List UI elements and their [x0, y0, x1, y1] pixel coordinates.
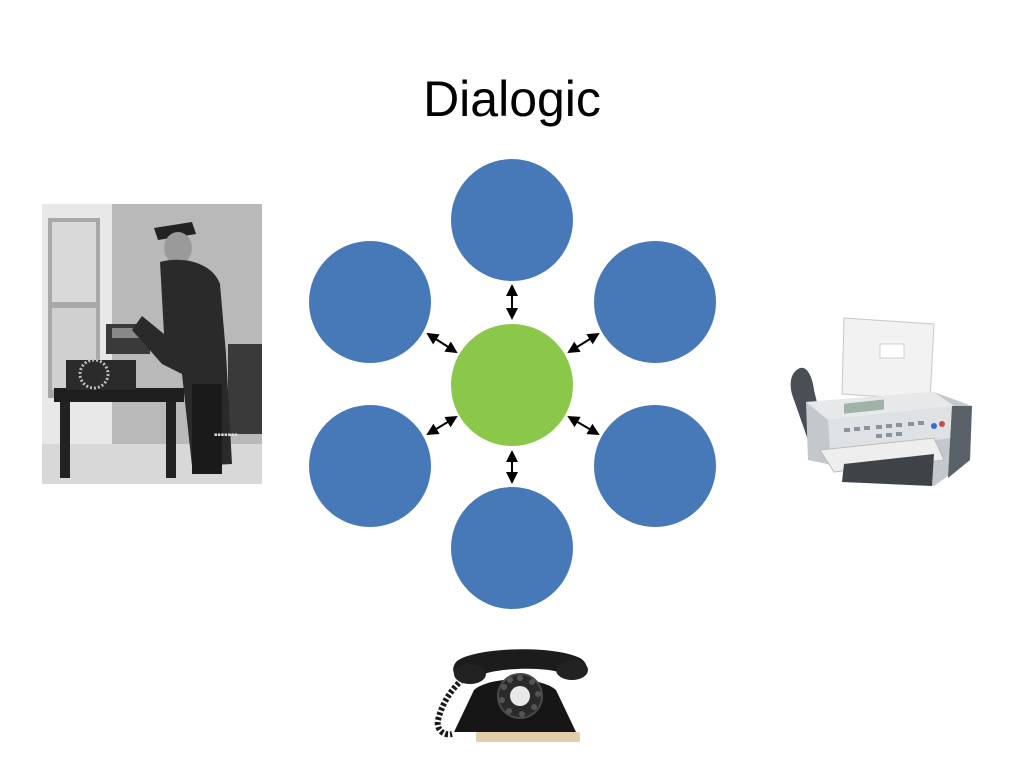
fax-machine-photo	[790, 317, 972, 486]
outer-node-top-right	[592, 239, 718, 365]
connector-arrow-top-right	[567, 332, 600, 354]
outer-node-bottom	[449, 485, 575, 611]
outer-node-bottom-left	[307, 403, 433, 529]
rotary-telephone-photo	[434, 649, 588, 742]
connector-arrow-top-left	[426, 332, 458, 354]
svg-text:▪▪▪▪▪▪▪: ▪▪▪▪▪▪▪	[214, 432, 238, 438]
center-node	[449, 322, 575, 448]
outer-node-top	[449, 157, 575, 283]
outer-node-top-left	[307, 239, 433, 365]
telegraph-operator-photo: ▪▪▪▪▪▪▪	[42, 204, 262, 484]
outer-node-bottom-right	[592, 403, 718, 529]
connector-arrow-bottom-left	[426, 415, 458, 436]
connector-arrow-bottom-right	[567, 415, 600, 436]
slide-title: Dialogic	[423, 71, 601, 127]
